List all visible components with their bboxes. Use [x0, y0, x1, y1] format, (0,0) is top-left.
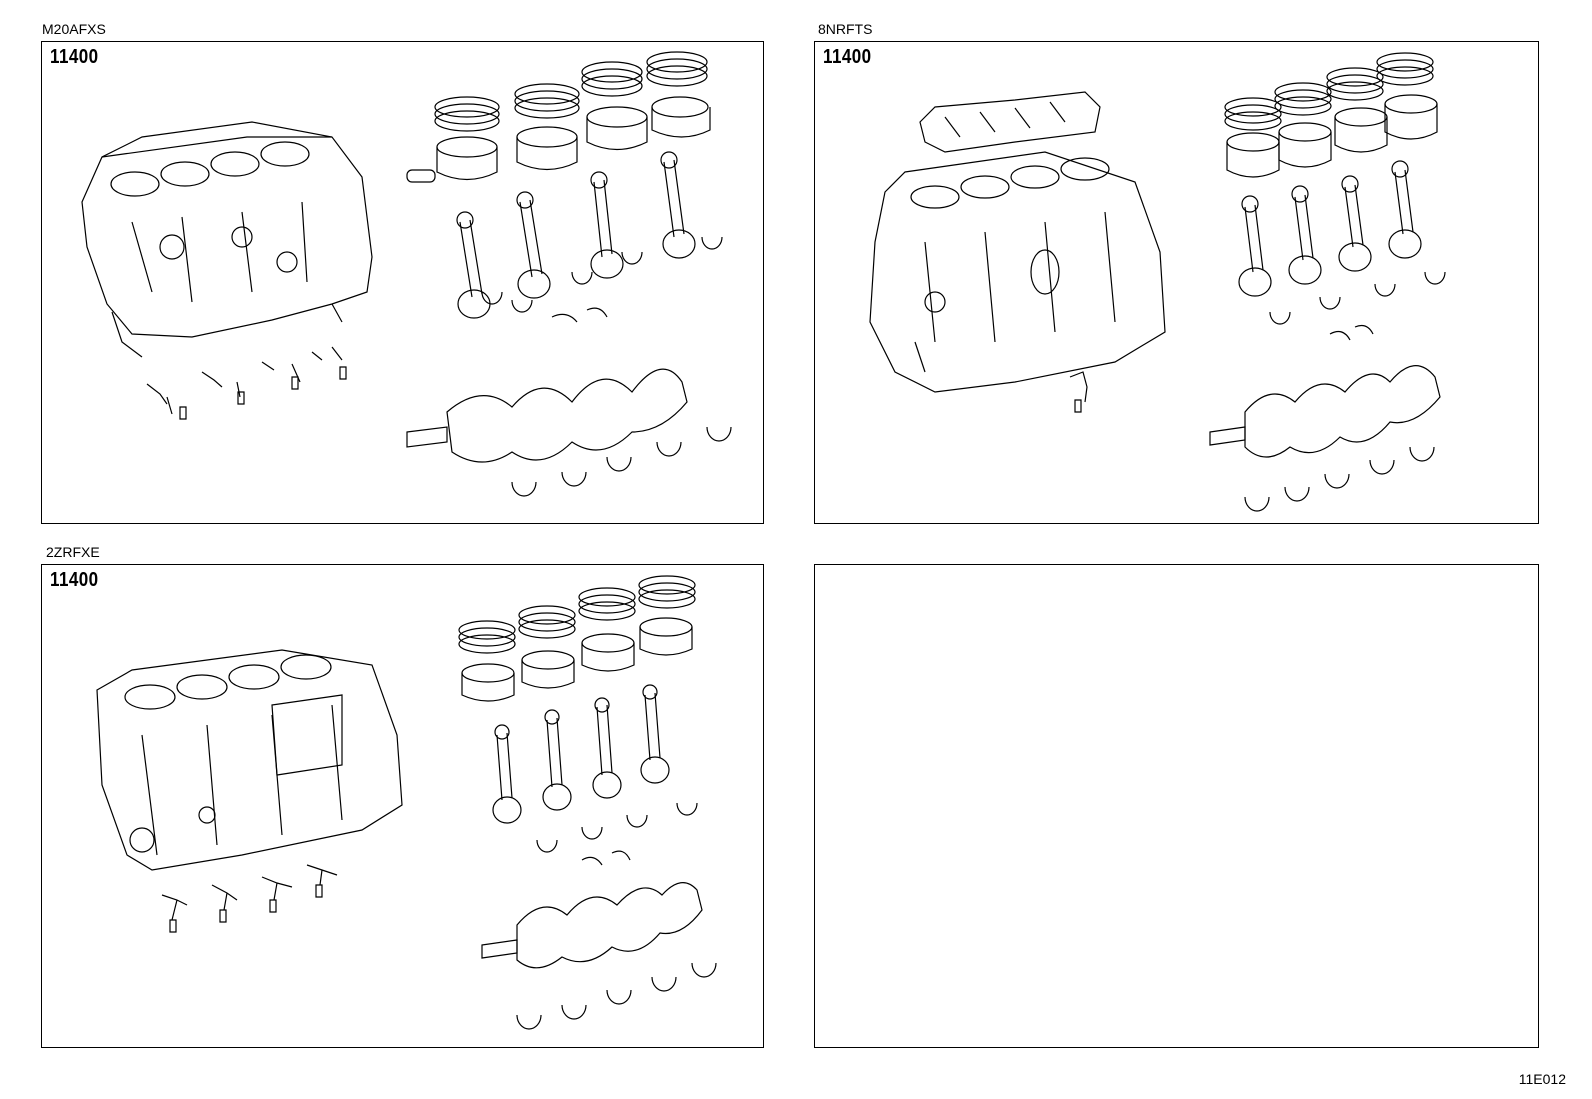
crankshaft-drawing: [1210, 326, 1440, 457]
cylinder-block-drawing: [870, 152, 1165, 392]
diagram-panel-m20afxs[interactable]: 11400: [41, 41, 764, 524]
engine-code-label: M20AFXS: [42, 21, 106, 37]
short-block-illustration: [815, 42, 1540, 525]
oil-jet-drawing: [147, 347, 346, 419]
cylinder-block-drawing: [97, 650, 402, 870]
connecting-rod-drawing: [493, 685, 669, 823]
cylinder-block-drawing: [82, 122, 372, 357]
engine-code-label: 8NRFTS: [818, 21, 873, 37]
oil-jet-drawing: [162, 865, 337, 932]
crankshaft-drawing: [407, 308, 687, 462]
short-block-illustration: [42, 565, 765, 1049]
diagram-panel-empty: [814, 564, 1539, 1048]
part-number-label[interactable]: 11400: [50, 46, 99, 68]
diagram-panel-2zrfxe[interactable]: 11400: [41, 564, 764, 1048]
engine-code-label: 2ZRFXE: [46, 544, 100, 560]
illustration-code: 11E012: [1518, 1071, 1566, 1087]
connecting-rod-drawing: [457, 152, 695, 318]
crankshaft-drawing: [482, 851, 702, 968]
short-block-illustration: [42, 42, 765, 525]
water-jacket-spacer-drawing: [920, 92, 1100, 152]
bearing-drawing: [482, 237, 731, 496]
part-number-label[interactable]: 11400: [823, 46, 872, 68]
piston-set-drawing: [1225, 53, 1437, 177]
connecting-rod-drawing: [1239, 161, 1421, 296]
diagram-panel-8nrfts[interactable]: 11400: [814, 41, 1539, 524]
piston-set-drawing: [459, 576, 695, 701]
piston-set-drawing: [407, 52, 710, 182]
bearing-drawing: [517, 803, 716, 1029]
part-number-label[interactable]: 11400: [50, 569, 99, 591]
oil-jet-drawing: [1070, 372, 1087, 412]
bearing-drawing: [1245, 272, 1445, 511]
